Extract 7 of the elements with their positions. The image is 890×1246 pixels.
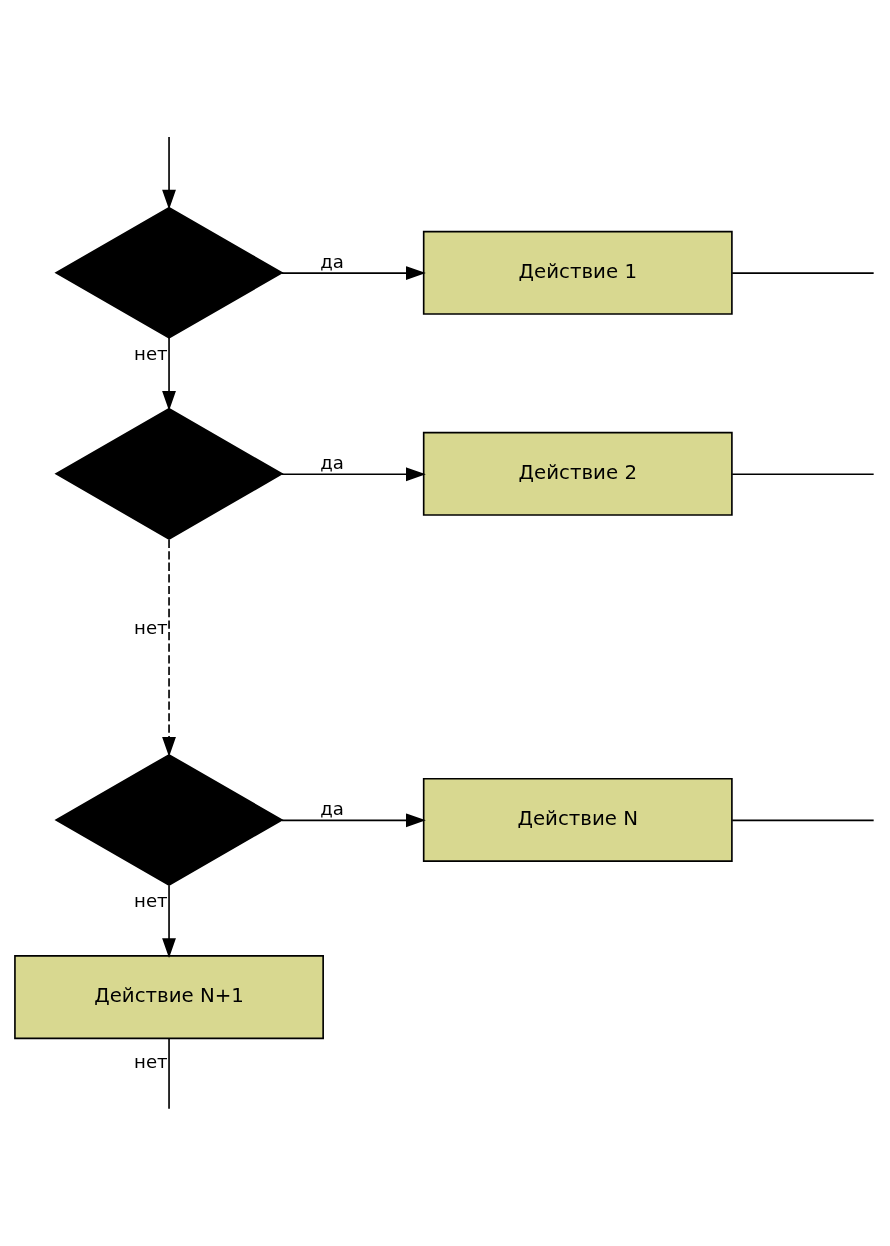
edge-label: нет — [134, 889, 168, 911]
edge-label: нет — [134, 342, 168, 364]
edge-label: да — [320, 798, 344, 820]
edge-label: нет — [134, 1051, 168, 1073]
edge-label: да — [320, 250, 344, 272]
edge-label: нет — [134, 616, 168, 638]
edge-label: да — [320, 451, 344, 473]
